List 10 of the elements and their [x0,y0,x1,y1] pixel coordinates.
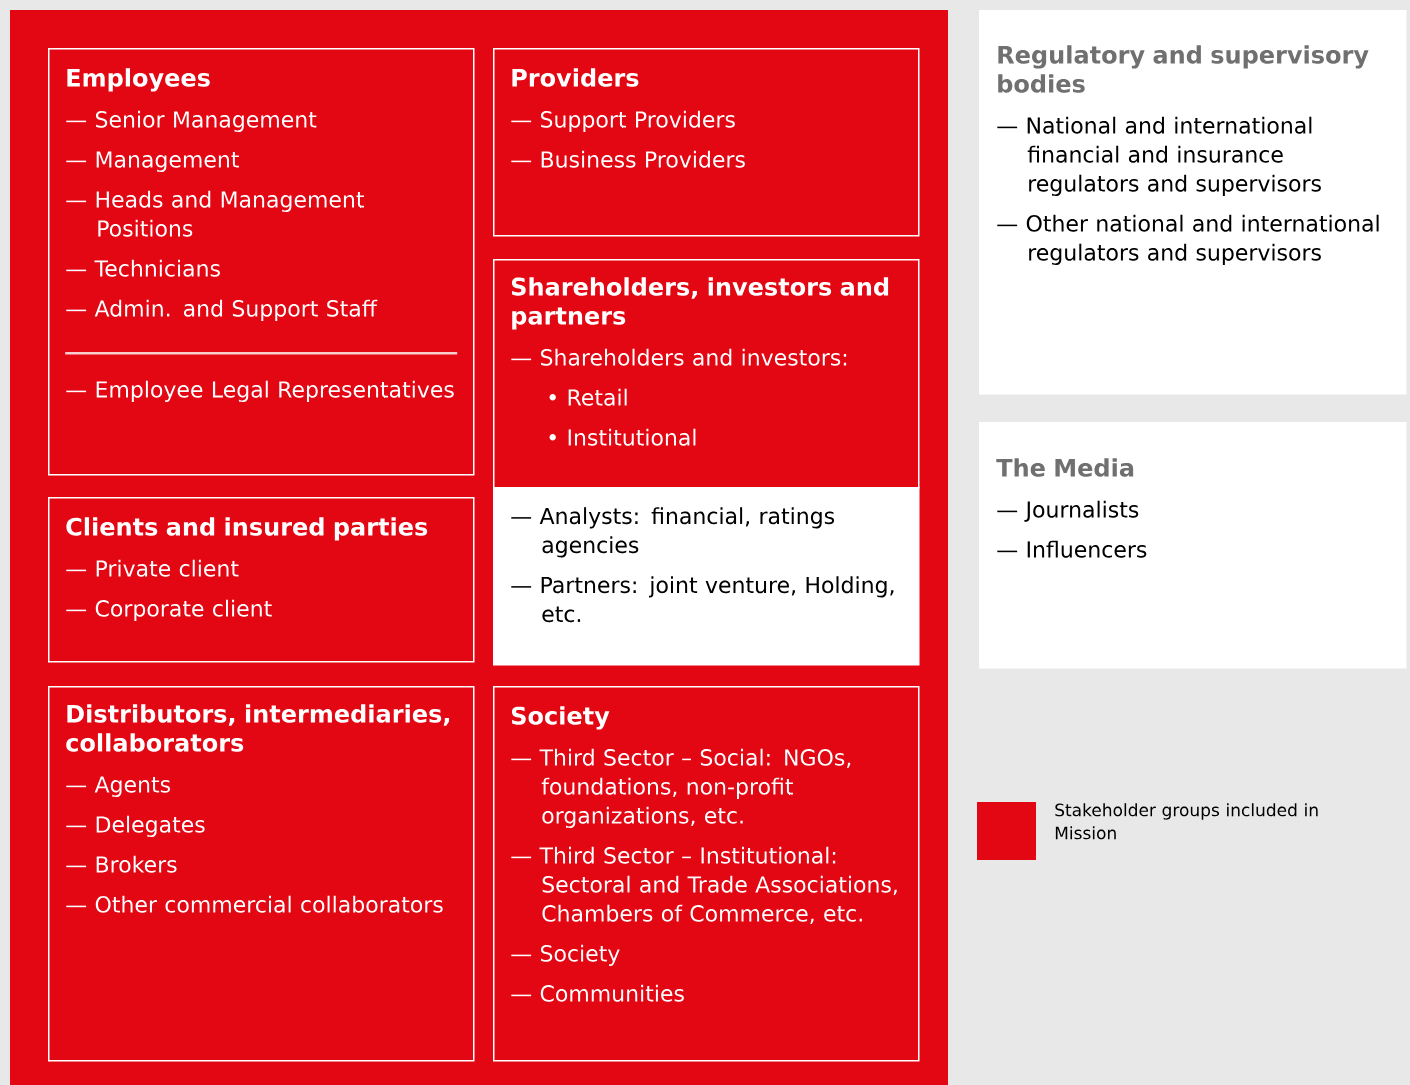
stakeholder-box: Society — Third Sector – Social: NGOs, foundations, non-profit organizations, etc. — Third Sector – Institutional: Sectoral and Trade Associations, Chambers of Commerce, etc. — Society — Communities [493,686,920,1062]
legend-text: Stakeholder groups included in Mission [1055,803,1318,840]
stakeholder-box: Providers — Support Providers — Business Providers [493,48,920,237]
stakeholder-box: Regulatory and supervisory bodies — National and international financial and insurance regulators and supervisors — Other national and international regulators and supervisors [979,10,1407,395]
stakeholder-box: The Media — Journalists — Influencers [979,422,1407,669]
stakeholder-box: — Analysts: financial, ratings agencies — Partners: joint venture, Holding, etc. [493,487,920,666]
stakeholder-box: Shareholders, investors and partners — Shareholders and investors: • Retail • Institutional [493,259,920,489]
stakeholder-box: Employees — Senior Management — Management — Heads and Management Positions — Technicians — Admin. and Support Staff — Employee Legal Representatives [48,48,475,476]
stakeholder-box: Clients and insured parties — Private client — Corporate client [48,497,475,663]
stakeholder-box: Distributors, intermediaries, collaborators — Agents — Delegates — Brokers — Other commercial collaborators [48,686,475,1062]
